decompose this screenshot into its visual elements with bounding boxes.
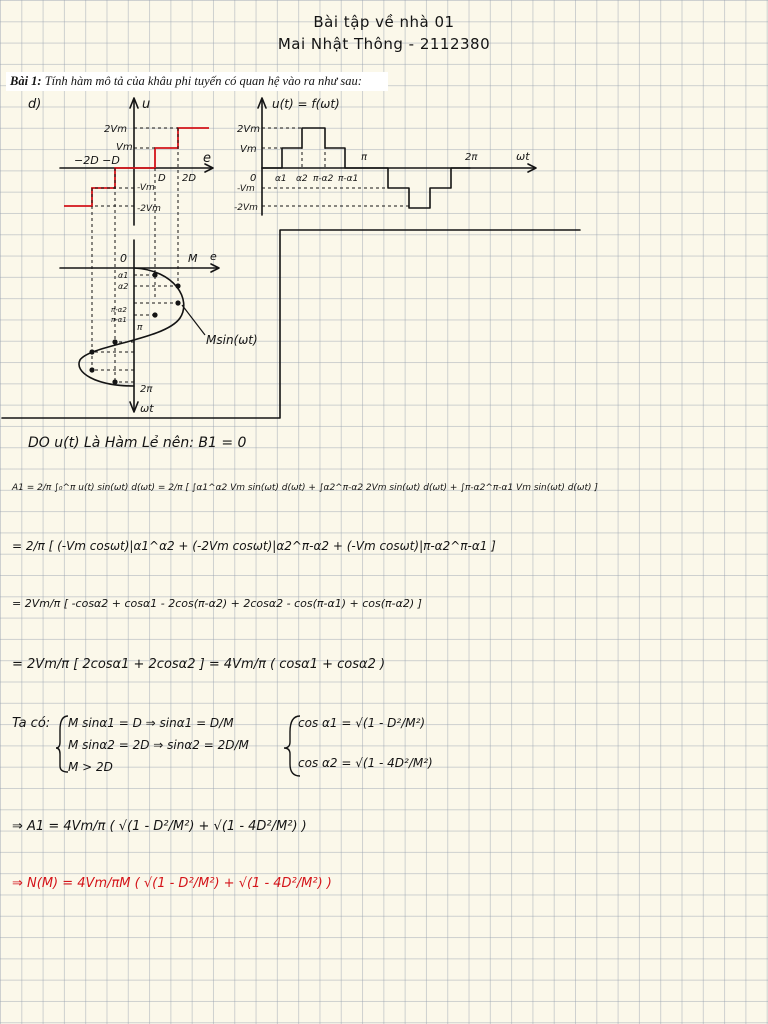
char-x-arrow [204, 163, 214, 173]
char-axis-e-label: e [203, 151, 211, 166]
out-2pi-label: 2π [465, 152, 478, 163]
in-e-label: e [210, 250, 217, 263]
char-neg-2vm-label: -2Vm [137, 204, 161, 214]
work-cond-1: M sinα1 = D ⇒ sinα1 = D/M [68, 716, 234, 730]
out-x-arrow [527, 163, 537, 173]
in-zero-label: 0 [120, 252, 127, 265]
in-pi-label: π [137, 323, 143, 333]
page-title: Bài tập về nhà 01 [313, 13, 455, 31]
work-line-2: A1 = 2/π ∫₀^π u(t) sin(ωt) d(ωt) = 2/π [… [11, 483, 598, 493]
author-line: Mai Nhật Thông - 2112380 [277, 35, 491, 53]
in-wt-arrow [129, 401, 139, 413]
out-neg-2vm-label: -2Vm [234, 203, 258, 213]
input-sine [78, 267, 185, 387]
in-a2-label: α2 [118, 282, 128, 291]
problem-label: Bài 1: [10, 74, 42, 88]
in-a1-label: α1 [118, 271, 128, 280]
in-m-label: M [188, 252, 198, 265]
work-result-2: cos α2 = √(1 - 4D²/M²) [298, 756, 433, 770]
out-a1-label: α1 [275, 174, 287, 184]
work-line-3: = 2/π [ (-Vm cosωt)|α1^α2 + (-2Vm cosωt)… [12, 539, 496, 553]
problem-statement: Bài 1: Tính hàm mô tả của khâu phi tuyến… [6, 72, 388, 91]
work-result-1: cos α1 = √(1 - D²/M²) [298, 716, 425, 730]
work-line-7: ⇒ A1 = 4Vm/π ( √(1 - D²/M²) + √(1 - 4D²/… [12, 819, 307, 834]
out-vm-label: Vm [240, 144, 257, 155]
work-line-8-result: ⇒ N(M) = 4Vm/πM ( √(1 - D²/M²) + √(1 - 4… [12, 876, 332, 891]
char-axis-u-label: u [142, 97, 150, 112]
in-x-arrow [210, 263, 220, 273]
out-y-arrow [257, 97, 267, 109]
in-pi-a2-label: π-α2 [111, 306, 127, 314]
problem-text: Tính hàm mô tả của khâu phi tuyến có qua… [44, 74, 362, 88]
out-pi-a2-label: π-α2 [313, 174, 334, 184]
work-taco: Ta có: [12, 716, 50, 731]
figure-frame [1, 229, 581, 419]
characteristic-curve [64, 127, 209, 207]
char-2vm-label: 2Vm [104, 124, 127, 135]
out-wt-label: ωt [516, 150, 530, 163]
char-d-label: D [158, 173, 166, 184]
sine-points [89, 272, 181, 385]
char-2d-label: 2D [182, 173, 196, 184]
output-title: u(t) = f(ωt) [272, 97, 340, 111]
char-vm-label: Vm [116, 142, 133, 153]
work-line-4: = 2Vm/π [ -cosα2 + cosα1 - 2cos(π-α2) + … [12, 597, 422, 610]
out-pi-label: π [361, 152, 368, 163]
out-zero-label: 0 [250, 173, 256, 184]
out-pi-a1-label: π-α1 [338, 174, 358, 184]
in-msin-label: Msin(ωt) [206, 333, 258, 347]
in-wt-label: ωt [140, 402, 154, 415]
char-neg-vm-label: -Vm [137, 183, 155, 193]
out-a2-label: α2 [296, 174, 308, 184]
in-2pi-label: 2π [140, 384, 153, 395]
output-waveform [261, 127, 471, 209]
work-line-1: DO u(t) Là Hàm Lẻ nên: B1 = 0 [28, 435, 247, 451]
work-cond-3: M > 2D [68, 760, 113, 774]
char-y-arrow [129, 97, 139, 109]
work-line-5: = 2Vm/π [ 2cosα1 + 2cosα2 ] = 4Vm/π ( co… [12, 657, 385, 672]
part-label: d) [28, 97, 41, 112]
in-pi-a1-label: π-α1 [111, 316, 127, 324]
out-neg-vm-label: -Vm [237, 184, 255, 194]
char-neg-d-labels: −2D −D [74, 154, 120, 167]
out-2vm-label: 2Vm [237, 124, 260, 135]
work-cond-2: M sinα2 = 2D ⇒ sinα2 = 2D/M [68, 738, 249, 752]
